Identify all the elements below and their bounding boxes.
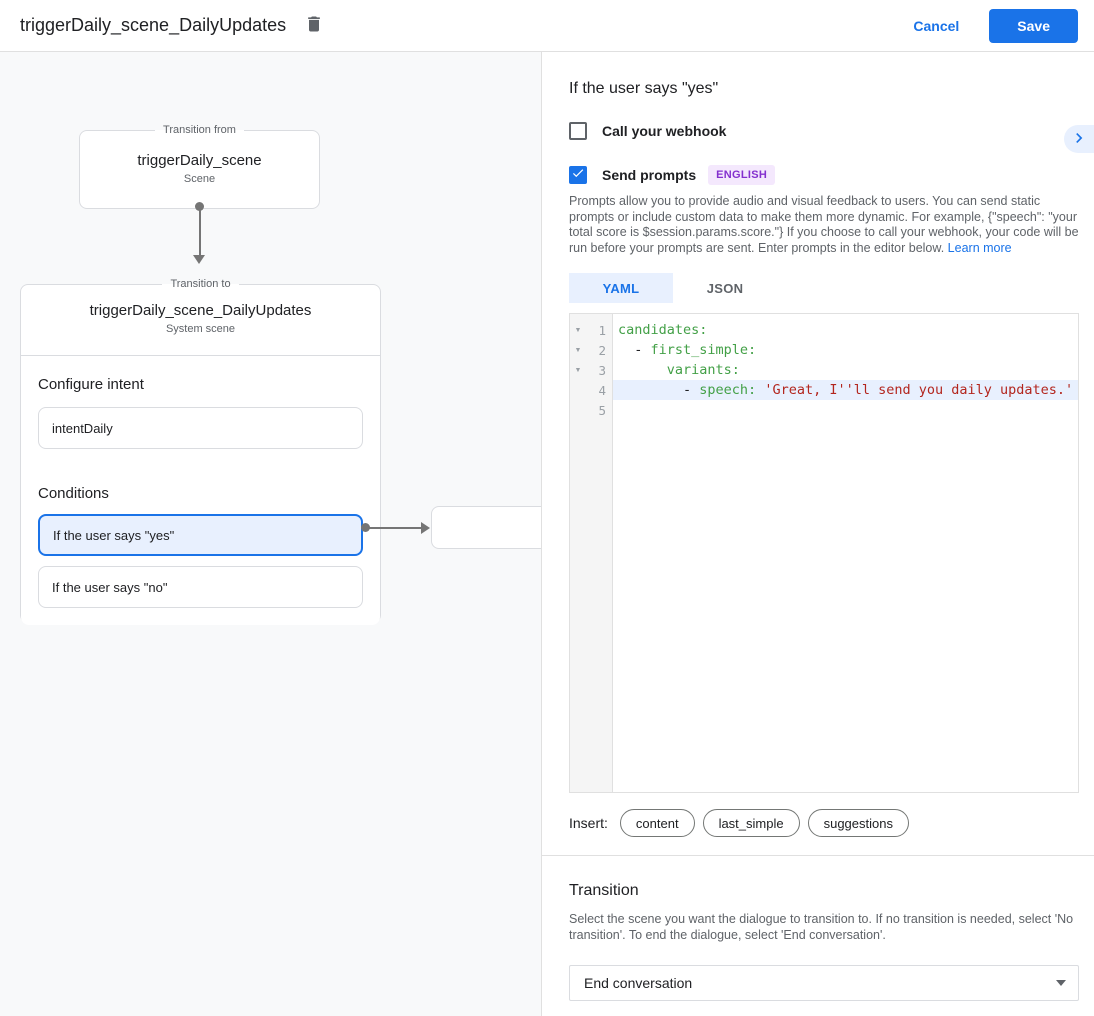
line-number: 1 [598, 322, 606, 338]
editor-code[interactable]: candidates: - first_simple: variants: - … [613, 314, 1078, 792]
delete-scene-button[interactable] [304, 14, 324, 37]
to-scene-type: System scene [165, 323, 236, 335]
gutter-line: 4 [570, 380, 612, 400]
panel-title: If the user says "yes" [569, 80, 719, 97]
transition-from-legend: Transition from [163, 124, 236, 136]
fold-arrow-icon[interactable]: ▼ [574, 366, 582, 374]
condition-item-yes[interactable]: If the user says "yes" [38, 514, 363, 556]
code-token-key: variants: [666, 362, 740, 378]
app-header: triggerDaily_scene_DailyUpdates Cancel S… [0, 0, 1094, 52]
call-webhook-checkbox[interactable] [569, 122, 587, 140]
prompts-row: Send prompts ENGLISH [569, 165, 1078, 185]
send-prompts-label: Send prompts [602, 167, 697, 183]
tab-json[interactable]: JSON [673, 273, 777, 303]
condition-target-node[interactable] [431, 506, 541, 549]
transition-to-legend: Transition to [170, 278, 231, 290]
gutter-line[interactable]: ▼3 [570, 360, 612, 380]
code-token-key: first_simple: [650, 342, 757, 358]
scene-flow-canvas: Transition from triggerDaily_scene Scene… [0, 52, 541, 1016]
conditions-label: Conditions [38, 485, 109, 502]
code-token-plain: - [618, 342, 651, 358]
dropdown-caret-icon [1056, 980, 1066, 986]
to-scene-name: triggerDaily_scene_DailyUpdates [89, 302, 312, 319]
to-scene-body: Configure intent intentDaily Conditions … [21, 356, 380, 625]
condition-item-no[interactable]: If the user says "no" [38, 566, 363, 608]
line-number: 2 [598, 342, 606, 358]
connector-dot-top [195, 202, 204, 211]
condition-edit-panel: If the user says "yes" Call your webhook… [541, 52, 1094, 1016]
insert-chip-last-simple[interactable]: last_simple [702, 809, 800, 837]
transition-from-node[interactable]: Transition from triggerDaily_scene Scene [79, 124, 320, 209]
prompts-description: Prompts allow you to provide audio and v… [569, 194, 1079, 256]
code-token-key: candidates: [618, 322, 708, 338]
insert-chip-suggestions[interactable]: suggestions [807, 809, 909, 837]
configure-intent-label: Configure intent [38, 376, 144, 393]
from-scene-type: Scene [183, 173, 216, 185]
code-line[interactable]: - speech: 'Great, I''ll send you daily u… [613, 380, 1078, 400]
code-token-plain: - [618, 382, 700, 398]
connector-line-vertical [199, 207, 201, 255]
connector-dot-right [361, 523, 370, 532]
prompts-description-text: Prompts allow you to provide audio and v… [569, 194, 1079, 255]
code-line[interactable]: - first_simple: [613, 340, 1078, 360]
gutter-line: 5 [570, 400, 612, 420]
gutter-line[interactable]: ▼2 [570, 340, 612, 360]
code-line[interactable]: candidates: [613, 320, 1078, 340]
cancel-button[interactable]: Cancel [913, 17, 960, 34]
save-button[interactable]: Save [989, 8, 1078, 43]
line-number: 4 [598, 382, 606, 398]
code-token-str: 'Great, I''ll send you daily updates.' [764, 382, 1074, 398]
to-scene-header[interactable]: triggerDaily_scene_DailyUpdates System s… [21, 290, 380, 356]
connector-line-horizontal [366, 527, 422, 529]
language-badge: ENGLISH [708, 165, 776, 185]
collapse-panel-button[interactable] [1064, 125, 1094, 153]
learn-more-link[interactable]: Learn more [947, 240, 1012, 255]
section-divider [542, 855, 1094, 856]
gutter-line[interactable]: ▼1 [570, 320, 612, 340]
trash-icon [304, 14, 324, 37]
code-token-plain [618, 362, 667, 378]
insert-chip-content[interactable]: content [619, 809, 695, 837]
code-line[interactable]: variants: [613, 360, 1078, 380]
transition-select-value: End conversation [584, 975, 693, 991]
line-number: 3 [598, 362, 606, 378]
send-prompts-checkbox[interactable] [569, 166, 587, 184]
transition-description: Select the scene you want the dialogue t… [569, 912, 1074, 942]
chevron-right-icon [1069, 128, 1089, 151]
fold-arrow-icon[interactable]: ▼ [574, 326, 582, 334]
tab-yaml[interactable]: YAML [569, 273, 673, 303]
insert-label: Insert: [569, 815, 608, 831]
from-scene-name: triggerDaily_scene [137, 152, 262, 169]
intent-item[interactable]: intentDaily [38, 407, 363, 449]
transition-section-title: Transition [569, 882, 639, 899]
insert-row: Insert: content last_simple suggestions [569, 809, 1078, 837]
editor-format-tabs: YAML JSON [569, 273, 1078, 303]
call-webhook-label: Call your webhook [602, 123, 727, 139]
webhook-row: Call your webhook [569, 122, 1078, 140]
transition-select[interactable]: End conversation [569, 965, 1079, 1001]
page-title: triggerDaily_scene_DailyUpdates [20, 15, 287, 35]
code-line[interactable] [613, 400, 1078, 420]
fold-arrow-icon[interactable]: ▼ [574, 346, 582, 354]
transition-to-node: Transition to triggerDaily_scene_DailyUp… [20, 278, 381, 625]
line-number: 5 [598, 402, 606, 418]
code-token-key: speech: [699, 382, 757, 398]
arrow-right-icon [421, 522, 430, 534]
check-icon [571, 166, 585, 185]
arrow-down-icon [193, 255, 205, 264]
